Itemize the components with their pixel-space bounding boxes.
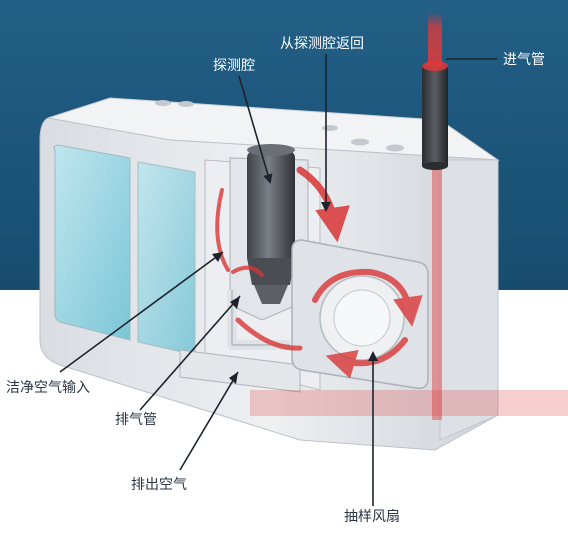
device-side [439, 159, 499, 441]
label-sampling-fan: 抽样风扇 [344, 509, 400, 525]
inlet-pipe [422, 61, 448, 170]
exhaust-tray [179, 349, 301, 393]
label-inlet-pipe: 进气管 [503, 52, 545, 68]
label-clean-air-input: 洁净空气输入 [6, 380, 90, 396]
label-exhaust-pipe: 排气管 [115, 412, 157, 428]
window-panel-right [137, 161, 196, 356]
leader-exhaust-pipe [139, 295, 241, 411]
inlet-airflow-beam [428, 12, 442, 72]
label-probe-chamber: 探测腔 [213, 58, 255, 74]
airflow-paths [215, 160, 568, 420]
leader-clean-air [59, 251, 224, 373]
leader-arrowheads [212, 202, 378, 384]
label-exhaust-air: 排出空气 [131, 477, 187, 493]
leader-exhaust-air [179, 371, 239, 471]
label-return-from-chamber: 从探测腔返回 [280, 36, 364, 52]
probe [247, 144, 295, 304]
window-panel-left [53, 144, 131, 341]
leader-lines [59, 54, 497, 506]
leader-probe-chamber [238, 75, 273, 184]
